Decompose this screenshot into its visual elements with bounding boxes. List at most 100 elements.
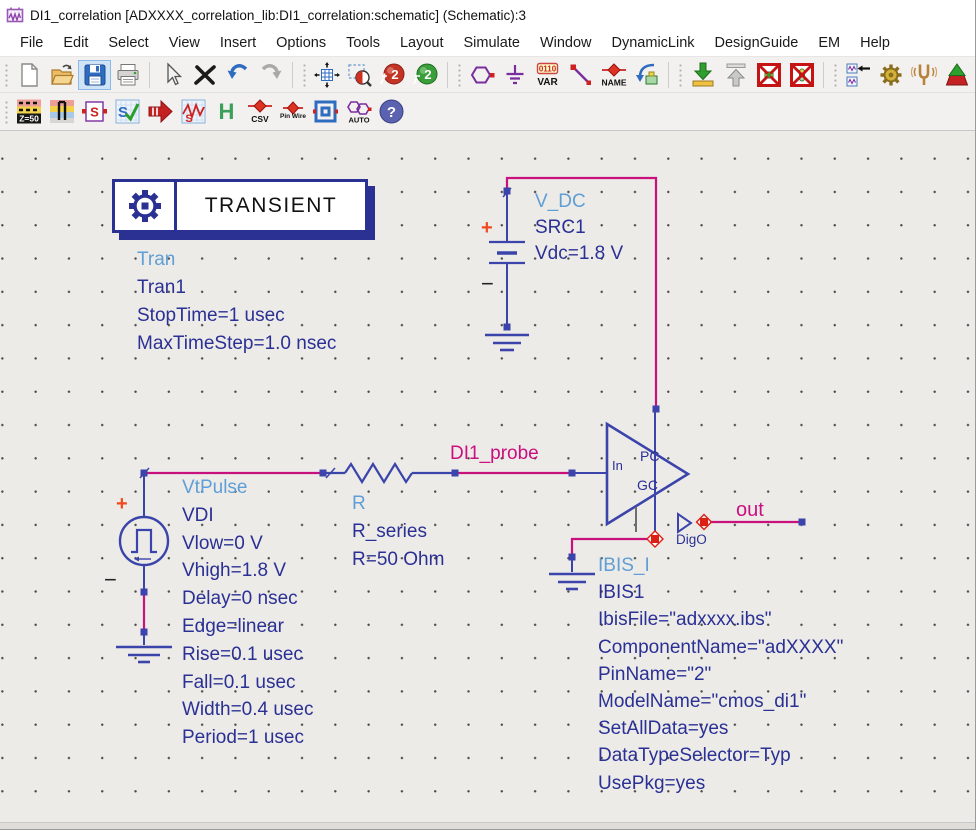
toolbar-separator (668, 61, 669, 88)
toolbar-drag-handle[interactable] (678, 62, 683, 87)
save-design-button[interactable] (78, 59, 111, 90)
toolbar-drag-handle[interactable] (4, 62, 9, 87)
insert-var-button[interactable]: 0110 VAR (531, 60, 564, 90)
vdc-plus-sign: + (481, 217, 493, 239)
net-label-out[interactable]: out (736, 499, 764, 521)
menu-select[interactable]: Select (108, 35, 149, 51)
sparam-component-button[interactable]: S (78, 97, 111, 127)
open-folder-icon (50, 64, 74, 85)
menu-em[interactable]: EM (818, 35, 841, 51)
window-title: DI1_correlation [ADXXXX_correlation_lib:… (30, 7, 526, 23)
ibis-params[interactable]: IBIS_I IBIS1 IbisFile="adxxxx.ibs" Compo… (598, 555, 844, 794)
menu-layout[interactable]: Layout (399, 35, 444, 51)
tune-parameters-button[interactable] (907, 60, 940, 90)
ground-icon (506, 64, 523, 84)
delete-button[interactable] (188, 60, 221, 90)
menu-window[interactable]: Window (539, 35, 592, 51)
substrate-stack-button[interactable] (45, 97, 78, 127)
menu-edit[interactable]: Edit (63, 35, 89, 51)
gc-node-diamond[interactable] (646, 530, 664, 548)
toolbar-drag-handle[interactable] (833, 62, 838, 87)
push-into-hierarchy-button[interactable] (686, 60, 719, 90)
deactivate-component-button[interactable] (752, 60, 785, 90)
zoom-in-x2-button[interactable]: 2 (376, 60, 409, 90)
save-icon (84, 64, 105, 85)
resistor-params[interactable]: R R_series R=50 Ohm (352, 493, 445, 570)
toolbar-drag-handle[interactable] (457, 62, 462, 87)
csv-probe-button[interactable]: CSV (243, 97, 276, 127)
help-button[interactable]: ? (375, 97, 408, 127)
auto-wire-button[interactable]: AUTO (342, 97, 375, 127)
wire-net-vdc[interactable] (505, 176, 658, 409)
deactivate-icon (756, 62, 781, 87)
vdc-source-symbol[interactable] (489, 187, 525, 327)
pan-view-button[interactable] (310, 60, 343, 90)
transient-params[interactable]: Tran Tran1 StopTime=1 usec MaxTimeStep=1… (137, 249, 337, 354)
simulation-settings-button[interactable] (874, 60, 907, 90)
harmonic-balance-button[interactable]: H (210, 97, 243, 127)
menu-designguide[interactable]: DesignGuide (714, 35, 799, 51)
app-schematic-icon (6, 7, 24, 23)
menu-dynamiclink[interactable]: DynamicLink (611, 35, 695, 51)
ibis-buffer-symbol[interactable] (572, 409, 691, 535)
svg-text:0110: 0110 (539, 64, 557, 73)
sparam-sim-button[interactable]: S (111, 97, 144, 127)
ibis-ground-symbol[interactable] (549, 560, 595, 591)
menu-simulate[interactable]: Simulate (463, 35, 520, 51)
net-name-icon: NAME (601, 62, 626, 87)
svg-text:Z=50: Z=50 (19, 114, 39, 124)
insert-wire-button[interactable] (564, 60, 597, 90)
insert-component-button[interactable] (465, 60, 498, 90)
toolbar-drag-handle[interactable] (4, 99, 9, 124)
descend-hierarchy-button[interactable] (630, 60, 663, 90)
digo-pin-symbol[interactable] (677, 512, 713, 534)
menu-help[interactable]: Help (860, 35, 890, 51)
svg-text:NAME: NAME (601, 77, 626, 87)
zoom-out-icon: 2 (412, 63, 437, 84)
pointer-mode-button[interactable] (155, 60, 188, 90)
print-icon (117, 63, 138, 85)
z50-layers-icon: Z=50 (16, 99, 41, 124)
zoom-out-x2-button[interactable]: 2 (409, 60, 442, 90)
menu-view[interactable]: View (168, 35, 200, 51)
wire-net-name-button[interactable]: NAME (597, 60, 630, 90)
menu-tools[interactable]: Tools (346, 35, 380, 51)
pop-out-hierarchy-button[interactable] (719, 60, 752, 90)
s-check-icon: S (115, 99, 140, 124)
sweep-plan-button[interactable]: S (177, 97, 210, 127)
titlebar: DI1_correlation [ADXXXX_correlation_lib:… (0, 0, 975, 30)
tline-calc-button[interactable]: Z=50 (12, 97, 45, 127)
optimize-arrow-icon (945, 62, 968, 85)
transient-title: TRANSIENT (204, 194, 338, 217)
redo-button[interactable] (254, 60, 287, 90)
optimize-button[interactable] (940, 60, 973, 90)
vdc-ground-symbol[interactable] (485, 333, 529, 352)
deactivate-pin-button[interactable] (785, 60, 818, 90)
resistor-symbol[interactable] (323, 461, 455, 485)
insert-ground-button[interactable] (498, 60, 531, 90)
svg-text:S: S (90, 105, 99, 120)
vdc-params[interactable]: V_DC SRC1 Vdc=1.8 V (535, 191, 624, 264)
schematic-canvas[interactable]: TRANSIENT Tran Tran1 StopTime=1 usec Max… (0, 131, 975, 822)
vtpulse-ground-symbol[interactable] (116, 645, 172, 664)
wire-net-gc-gnd[interactable] (570, 537, 649, 554)
open-design-button[interactable] (45, 60, 78, 90)
new-design-button[interactable] (12, 60, 45, 90)
net-label-di1-probe[interactable]: DI1_probe (450, 443, 539, 464)
vtpulse-params[interactable]: VtPulse VDI Vlow=0 V Vhigh=1.8 V Delay=0… (182, 477, 314, 749)
gear-icon (128, 190, 161, 222)
transient-controller-block[interactable]: TRANSIENT (112, 179, 368, 233)
port-button[interactable] (144, 97, 177, 127)
toolbar-drag-handle[interactable] (302, 62, 307, 87)
menu-insert[interactable]: Insert (219, 35, 257, 51)
print-button[interactable] (111, 60, 144, 90)
push-down-arrow-icon (692, 62, 713, 86)
pin-wire-probe-button[interactable]: Pin Wire (276, 97, 309, 127)
em-setup-button[interactable] (309, 97, 342, 127)
menu-file[interactable]: File (20, 35, 44, 51)
menu-options[interactable]: Options (276, 35, 327, 51)
wire-junction-nodes (140, 187, 806, 636)
undo-button[interactable] (221, 60, 254, 90)
zoom-area-button[interactable] (343, 60, 376, 90)
highlight-from-schematic-button[interactable] (841, 60, 874, 90)
